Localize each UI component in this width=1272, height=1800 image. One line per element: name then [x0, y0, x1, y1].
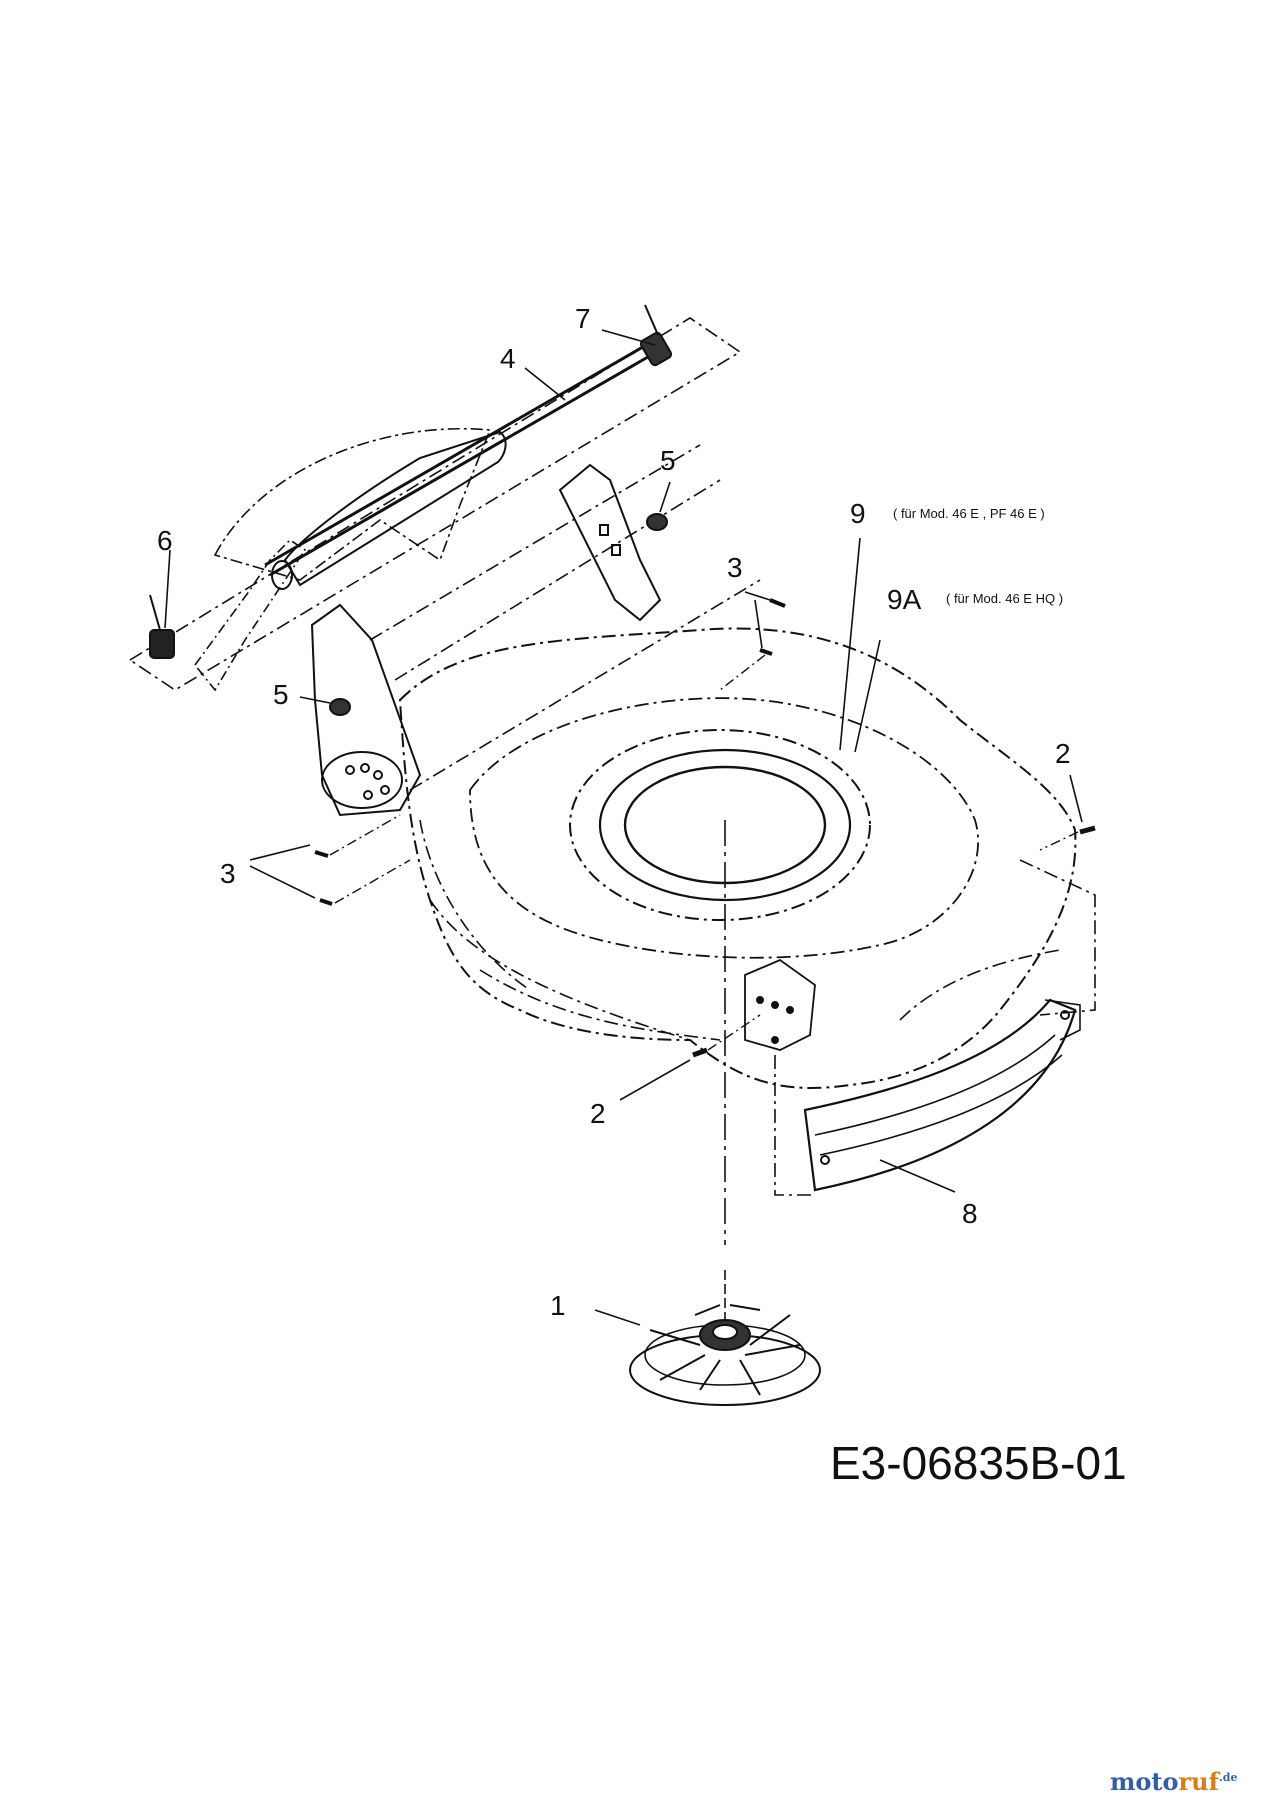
height-adjuster-left [310, 603, 422, 817]
callout-9a: 9A [887, 584, 922, 615]
callout-4: 4 [500, 343, 516, 374]
callout-6: 6 [157, 525, 173, 556]
front-side-plate [744, 958, 816, 1051]
torsion-spring-left [149, 594, 175, 659]
callout-3-right: 3 [727, 552, 743, 583]
fasteners [314, 513, 1096, 1058]
motoruf-logo: motoruf.de [1110, 1767, 1238, 1796]
drawing-number: E3-06835B-01 [830, 1437, 1127, 1489]
leader-lines [164, 329, 1083, 1326]
discharge-frame [1019, 859, 1096, 1016]
rear-flap [213, 428, 492, 581]
rear-flap-arm [193, 538, 307, 692]
deflector-dash-frame [774, 1055, 815, 1196]
callout-5-right: 5 [660, 445, 676, 476]
note-model-9: ( für Mod. 46 E , PF 46 E ) [893, 506, 1045, 521]
mower-deck-inner [469, 697, 980, 959]
motor-mount-opening [569, 729, 871, 921]
rear-axle-rod [264, 337, 666, 590]
callout-9: 9 [850, 498, 866, 529]
callout-7: 7 [575, 303, 591, 334]
callout-3-left: 3 [220, 858, 236, 889]
axle-dash-frame [128, 317, 742, 691]
note-model-9a: ( für Mod. 46 E HQ ) [946, 591, 1064, 606]
callout-2-front: 2 [590, 1098, 606, 1129]
callout-8: 8 [962, 1198, 978, 1229]
rear-link-dash [369, 444, 761, 791]
callout-5-left: 5 [273, 679, 289, 710]
mower-deck-side [419, 819, 1061, 1041]
torsion-spring-right [639, 304, 673, 367]
discharge-deflector [803, 998, 1081, 1192]
height-adjuster-right [558, 463, 662, 622]
callout-1: 1 [550, 1290, 566, 1321]
blade-adapter-fan [629, 1270, 821, 1406]
mower-deck [398, 627, 1077, 1089]
callout-2-right: 2 [1055, 738, 1071, 769]
